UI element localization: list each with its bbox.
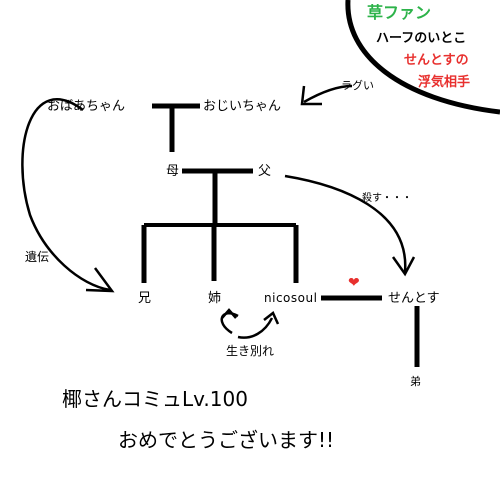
nicosoul-label: nicosoul bbox=[264, 291, 318, 305]
heart-icon: ❤ bbox=[348, 275, 360, 291]
ikiwakare-arrow-head-right bbox=[263, 311, 280, 325]
bubble-line-2: ハーフのいとこ bbox=[376, 31, 467, 46]
iden-arrow-head bbox=[85, 267, 115, 293]
iden-note: 遺伝 bbox=[25, 250, 50, 264]
ikiwakare-arrow-head-left bbox=[221, 308, 237, 319]
korosu-arrow-head bbox=[391, 256, 416, 277]
ragui-arrow-head bbox=[300, 85, 322, 106]
message-line-1: 椰さんコミュLv.100 bbox=[62, 387, 248, 411]
korosu-arrow bbox=[284, 174, 407, 273]
message-line-2: おめでとうございます!! bbox=[118, 428, 335, 452]
brother-label: 兄 bbox=[138, 291, 152, 306]
ragui-note: ラグい bbox=[341, 79, 374, 92]
sister-label: 姉 bbox=[208, 291, 222, 306]
ikiwakare-arrow bbox=[220, 312, 274, 339]
bubble-line-3: せんとすの bbox=[404, 53, 469, 68]
bubble-line-4: 浮気相手 bbox=[418, 75, 471, 90]
iden-arrow bbox=[21, 98, 111, 292]
bubble-outline bbox=[345, 0, 500, 115]
ragui-arrow bbox=[303, 84, 353, 104]
korosu-note: 殺す・・・ bbox=[362, 193, 412, 204]
mother-label: 母 bbox=[166, 164, 180, 179]
sentos-label: せんとす bbox=[388, 291, 440, 306]
grandpa-label: おじいちゃん bbox=[203, 99, 282, 114]
younger-brother-label: 弟 bbox=[410, 375, 421, 388]
bubble-line-1: 草ファン bbox=[367, 3, 432, 22]
father-label: 父 bbox=[258, 164, 272, 179]
ikiwakare-note: 生き別れ bbox=[226, 344, 275, 358]
grandma-label: おばあちゃん bbox=[47, 99, 126, 114]
